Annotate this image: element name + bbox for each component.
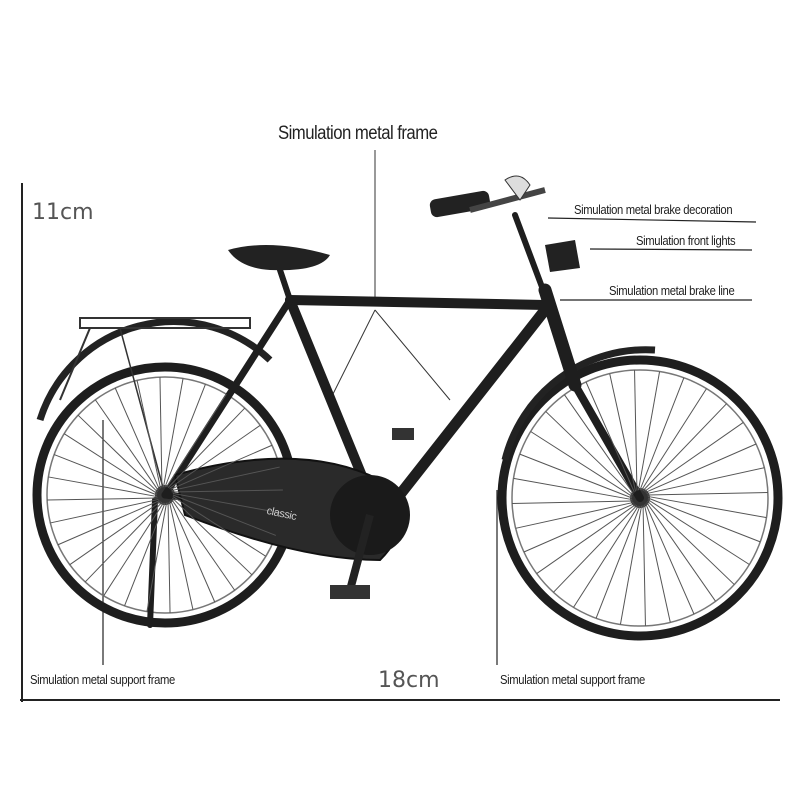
spoke xyxy=(637,371,661,491)
spoke xyxy=(166,393,227,488)
spoke xyxy=(519,453,633,499)
spoke xyxy=(136,380,162,489)
crank-arm xyxy=(346,513,374,592)
spoke xyxy=(545,411,633,496)
front-support-frame-label: Simulation metal support frame xyxy=(500,673,645,687)
brake-decoration-callout-line xyxy=(547,217,757,223)
spoke xyxy=(114,387,160,490)
spoke xyxy=(171,499,236,591)
spoke xyxy=(172,489,283,493)
height-dimension: 11cm xyxy=(32,200,94,225)
frame-title: Simulation metal frame xyxy=(278,123,438,144)
spoke xyxy=(647,495,767,519)
front-lights-label: Simulation front lights xyxy=(636,234,736,248)
spoke xyxy=(172,497,253,576)
spoke xyxy=(563,394,634,494)
brake-line-label: Simulation metal brake line xyxy=(609,284,735,298)
spoke xyxy=(169,424,261,489)
spoke xyxy=(159,377,163,488)
spoke xyxy=(168,501,194,610)
brake-decoration-label: Simulation metal brake decoration xyxy=(574,203,733,217)
spoke xyxy=(57,500,160,546)
spoke xyxy=(645,443,757,493)
saddle xyxy=(228,245,330,271)
spoke xyxy=(645,503,695,615)
frame-callout-line-a xyxy=(329,309,376,401)
front-lights-callout-line xyxy=(589,248,753,251)
spoke xyxy=(69,501,161,566)
spoke xyxy=(536,504,636,575)
spoke xyxy=(530,431,633,497)
spoke xyxy=(172,492,282,514)
spoke xyxy=(553,505,638,593)
spoke xyxy=(647,499,750,565)
spoke xyxy=(642,403,727,491)
spokes xyxy=(47,370,768,626)
spoke xyxy=(595,505,641,619)
spoke xyxy=(164,383,206,488)
spoke xyxy=(646,502,717,602)
spoke xyxy=(573,505,639,608)
spoke xyxy=(48,476,158,498)
spoke xyxy=(103,502,164,597)
spoke xyxy=(77,414,158,493)
spoke xyxy=(146,502,168,612)
spoke xyxy=(172,496,267,557)
spoke xyxy=(647,500,735,585)
spoke xyxy=(634,370,638,491)
spoke xyxy=(642,505,646,626)
spoke xyxy=(172,494,277,536)
spoke xyxy=(167,407,246,488)
spoke xyxy=(647,497,761,543)
spoke xyxy=(515,501,634,529)
spoke xyxy=(646,467,765,495)
handlebar xyxy=(429,175,546,218)
spoke xyxy=(63,433,158,494)
spoke xyxy=(50,498,159,524)
spoke xyxy=(523,503,635,553)
spoke xyxy=(53,454,158,496)
spoke xyxy=(84,502,163,583)
spoke xyxy=(512,500,633,504)
spoke xyxy=(641,388,707,491)
pedal xyxy=(330,585,370,599)
rear-fender xyxy=(36,318,273,422)
spoke xyxy=(94,399,159,491)
spoke xyxy=(643,504,671,623)
spoke xyxy=(639,377,685,491)
width-dimension: 18cm xyxy=(378,668,440,693)
bicycle-frame xyxy=(147,212,644,628)
frame-callout-line-b xyxy=(374,309,451,401)
pedal-rear xyxy=(392,428,414,440)
rear-support-frame-label: Simulation metal support frame xyxy=(30,673,175,687)
spoke xyxy=(647,492,768,496)
spoke xyxy=(170,500,216,603)
spoke xyxy=(167,502,171,613)
spoke xyxy=(609,373,637,492)
front-light xyxy=(545,240,580,272)
spoke xyxy=(47,497,158,501)
spoke xyxy=(171,466,280,492)
spoke xyxy=(585,381,635,493)
spoke xyxy=(124,502,166,607)
spoke xyxy=(170,444,273,490)
spoke xyxy=(162,378,184,488)
rear-rack xyxy=(59,317,251,496)
front-fender xyxy=(501,346,656,461)
spoke xyxy=(619,505,643,625)
spoke xyxy=(513,477,633,501)
spoke xyxy=(644,421,744,492)
